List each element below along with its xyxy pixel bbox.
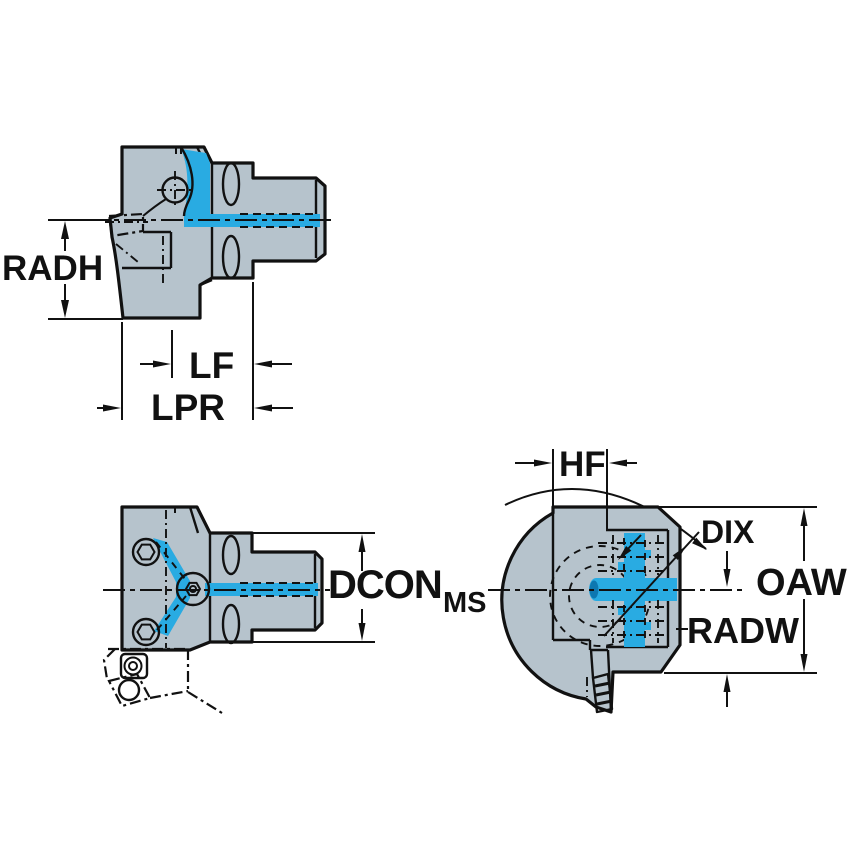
back-view-inner-lines bbox=[174, 506, 317, 645]
radh-label: RADH bbox=[2, 249, 103, 288]
back-view: DCON MS bbox=[102, 505, 487, 714]
hf-label: HF bbox=[559, 445, 606, 484]
back-view-coolant-band bbox=[153, 538, 190, 636]
dcon-subscript: MS bbox=[443, 587, 487, 619]
back-view-phantom-head bbox=[102, 647, 223, 714]
side-view-insert bbox=[107, 212, 145, 238]
front-view: HF DIX OAW RADW bbox=[488, 445, 847, 714]
dcon-label: DCON bbox=[328, 563, 442, 607]
front-view-insert bbox=[586, 672, 614, 714]
side-view-phantom-details bbox=[105, 221, 164, 284]
hex-screw-bottom bbox=[131, 617, 161, 647]
dimension-lf: LF bbox=[140, 282, 292, 420]
dimension-radw: RADW bbox=[676, 551, 799, 707]
dimension-oaw: OAW bbox=[658, 506, 847, 674]
dix-label: DIX bbox=[701, 514, 755, 550]
oaw-label: OAW bbox=[756, 562, 847, 604]
serration-lines bbox=[598, 535, 668, 643]
lf-label: LF bbox=[189, 345, 234, 386]
back-view-insert bbox=[107, 672, 152, 708]
dimension-dix: DIX bbox=[603, 514, 755, 637]
dimension-lpr: LPR bbox=[97, 322, 293, 428]
side-view: RADH LF LPR bbox=[2, 145, 333, 428]
side-view-body bbox=[108, 145, 327, 320]
insert-hole bbox=[117, 678, 141, 702]
clamp-screw bbox=[157, 171, 193, 209]
front-view-inner-lines bbox=[551, 513, 613, 713]
hex-screw-top bbox=[131, 537, 161, 567]
side-view-flange-slots bbox=[221, 161, 241, 280]
dimension-dcon: DCON MS bbox=[252, 532, 487, 643]
radw-label: RADW bbox=[687, 610, 799, 651]
side-view-hidden-lines bbox=[179, 146, 316, 228]
front-view-body bbox=[500, 505, 682, 714]
dimension-hf: HF bbox=[515, 445, 637, 529]
dimension-radh: RADH bbox=[2, 219, 123, 320]
lpr-label: LPR bbox=[151, 387, 225, 428]
